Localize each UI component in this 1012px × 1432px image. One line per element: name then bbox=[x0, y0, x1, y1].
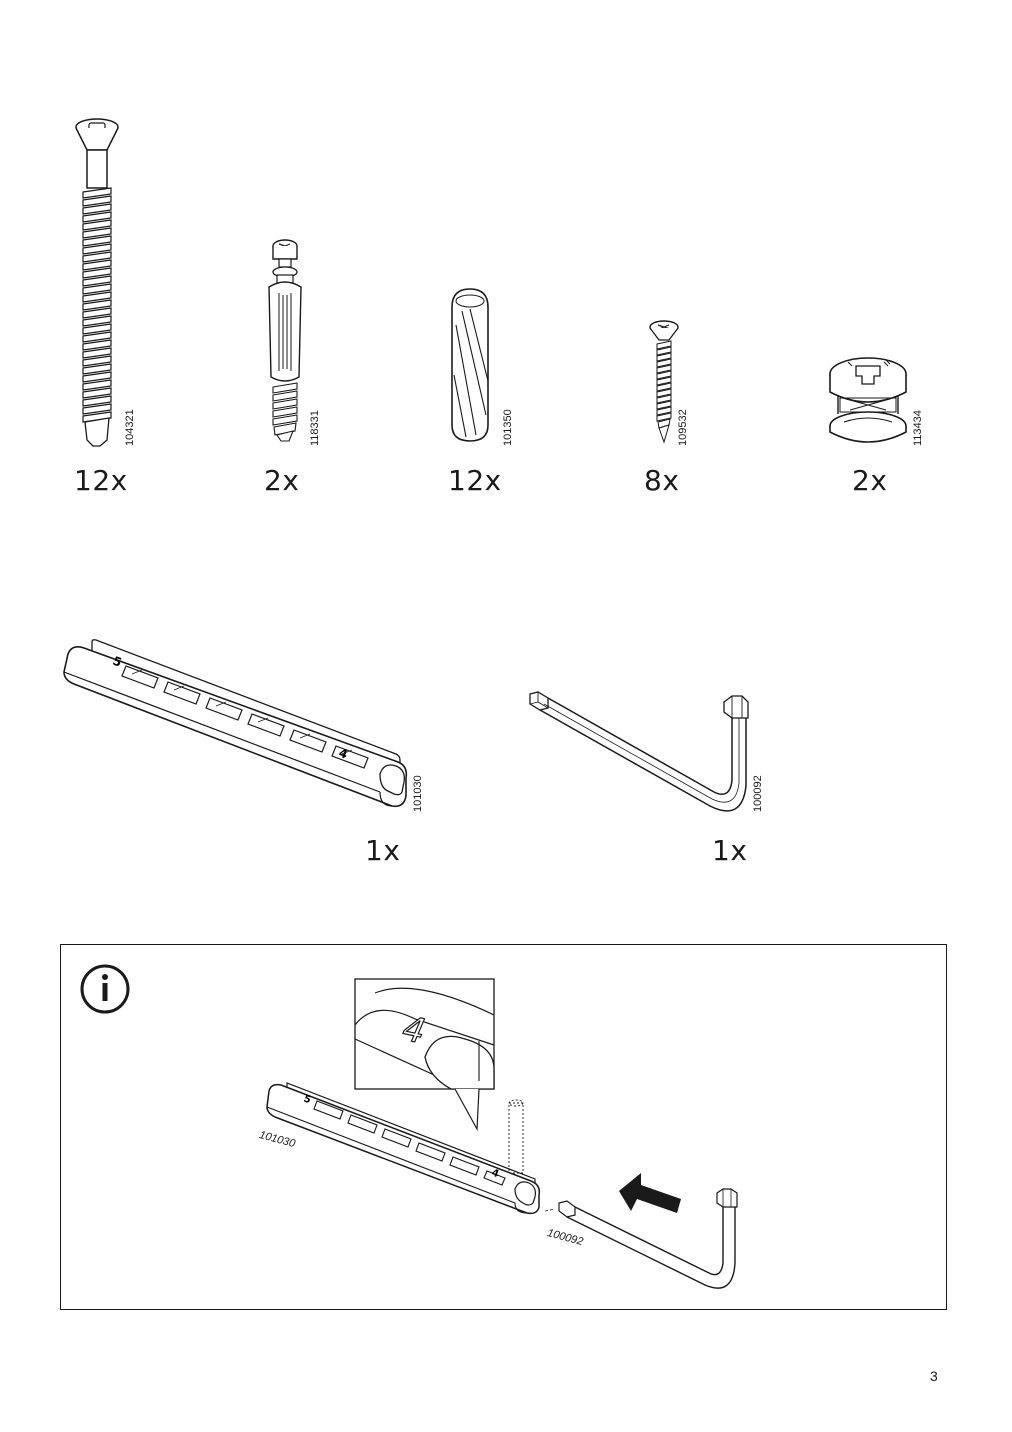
part-104321 bbox=[60, 110, 150, 460]
hex-key-icon bbox=[529, 691, 749, 812]
info-panel: 4 5 4 101030 100092 bbox=[60, 944, 947, 1310]
dowel-pin-icon bbox=[268, 239, 302, 442]
gauge-illustration: 5 4 bbox=[266, 1082, 541, 1215]
part-100092 bbox=[524, 691, 754, 818]
detail-callout: 4 bbox=[354, 978, 495, 1132]
hex-key-illustration bbox=[544, 1188, 738, 1289]
part-quantity: 1x bbox=[365, 834, 401, 867]
part-101350 bbox=[446, 285, 496, 445]
page-number: 3 bbox=[930, 1368, 938, 1384]
svg-text:5: 5 bbox=[302, 1093, 312, 1106]
small-screw-icon bbox=[649, 320, 679, 444]
shelf-pin-gauge-icon: 5 4 bbox=[63, 639, 408, 808]
part-quantity: 1x bbox=[712, 834, 748, 867]
screw-long-icon bbox=[75, 118, 119, 447]
arrow-icon bbox=[619, 1173, 681, 1213]
wooden-dowel-icon bbox=[451, 288, 489, 442]
info-icon bbox=[79, 963, 131, 1019]
part-quantity: 2x bbox=[852, 464, 888, 497]
part-quantity: 12x bbox=[448, 464, 502, 497]
part-code: 109532 bbox=[677, 409, 689, 446]
part-113434 bbox=[826, 352, 916, 448]
part-code: 101030 bbox=[412, 775, 424, 812]
part-quantity: 2x bbox=[264, 464, 300, 497]
part-code: 104321 bbox=[124, 409, 136, 446]
part-quantity: 8x bbox=[644, 464, 680, 497]
part-101030: 5 4 bbox=[62, 636, 422, 816]
svg-text:4: 4 bbox=[490, 1167, 500, 1180]
part-118331 bbox=[255, 235, 315, 450]
part-quantity: 12x bbox=[74, 464, 128, 497]
part-code: 118331 bbox=[309, 410, 321, 446]
part-109532 bbox=[644, 318, 684, 448]
cam-lock-icon bbox=[829, 357, 907, 443]
part-code: 101350 bbox=[502, 409, 514, 446]
part-code: 100092 bbox=[752, 775, 764, 812]
part-code: 113434 bbox=[912, 410, 924, 446]
